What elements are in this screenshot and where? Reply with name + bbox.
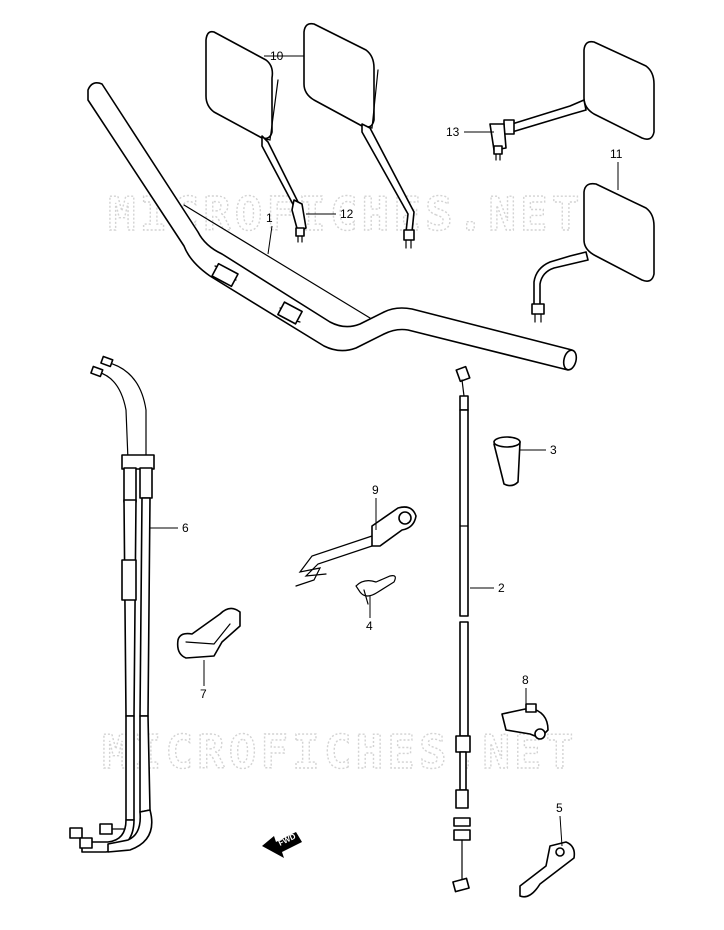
mirror-center	[303, 22, 415, 249]
callout-4: 4	[366, 619, 373, 633]
callout-7: 7	[200, 687, 207, 701]
mirror-right-upper	[489, 40, 655, 161]
lever-bracket	[519, 841, 576, 898]
callout-8: 8	[522, 673, 529, 687]
leader-5	[559, 815, 563, 847]
callout-9: 9	[372, 483, 379, 497]
callout-10: 10	[270, 49, 284, 63]
clip	[355, 575, 396, 605]
grip-sleeve	[493, 436, 521, 487]
callout-5: 5	[556, 801, 563, 815]
callout-3: 3	[550, 443, 557, 457]
mirror-right-lower	[531, 182, 655, 323]
callout-13: 13	[446, 125, 460, 139]
callout-1: 1	[266, 211, 273, 225]
cable-guide	[295, 506, 417, 587]
cable-holder	[501, 703, 549, 740]
callout-12: 12	[340, 207, 354, 221]
mirror-left	[205, 30, 307, 243]
callout-11: 11	[610, 147, 623, 161]
watermark-bottom: MICROFICHES.NET	[102, 725, 577, 779]
clutch-cable	[452, 365, 471, 893]
leader-1	[267, 225, 273, 255]
callout-2: 2	[498, 581, 505, 595]
throttle-cable-assembly	[69, 355, 155, 853]
bracket-clamp	[176, 607, 241, 659]
forward-direction-arrow: FWD	[262, 832, 302, 858]
callout-6: 6	[182, 521, 189, 535]
handlebar	[87, 82, 578, 371]
